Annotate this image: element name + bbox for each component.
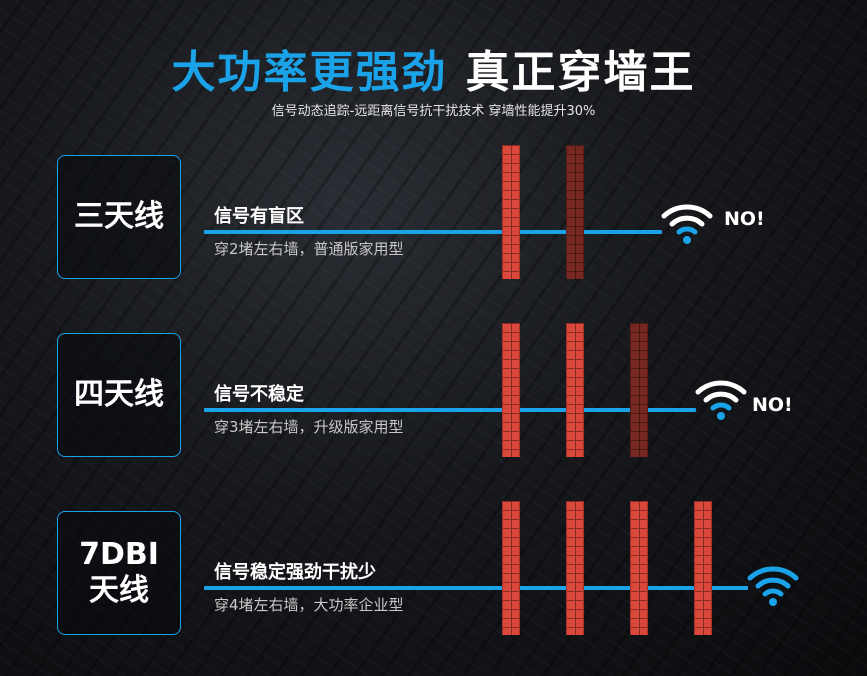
antenna-label-box: 四天线 [57,333,181,457]
brick-wall [566,145,584,279]
brick-wall [566,501,584,635]
antenna-label-line1: 7DBI [79,537,159,572]
comparison-row-7dbi-antenna: 7DBI 天线 信号稳定强劲干扰少 穿4堵左右墙，大功率企业型 [0,501,867,636]
no-label: NO! [752,394,793,416]
brick-wall [630,501,648,635]
headline-part1: 大功率更强劲 [171,47,448,98]
brick-wall [502,501,520,635]
headline: 大功率更强劲真正穿墙王 [0,36,867,100]
no-label: NO! [724,208,765,230]
signal-line [204,586,748,590]
row-title: 信号稳定强劲干扰少 [214,562,376,583]
antenna-label-line1: 三天线 [74,199,164,234]
wifi-icon [661,204,713,244]
signal-line [204,230,662,234]
antenna-label-box: 7DBI 天线 [57,511,181,635]
wifi-icon [695,380,747,420]
brick-wall [502,323,520,457]
comparison-row-four-antenna: 四天线 信号不稳定 穿3堵左右墙，升级版家用型 NO! [0,323,867,458]
brick-wall [566,323,584,457]
brick-wall [502,145,520,279]
row-title: 信号有盲区 [214,206,304,227]
antenna-label-line1: 四天线 [74,377,164,412]
row-description: 穿2堵左右墙，普通版家用型 [214,240,404,258]
signal-line [204,408,696,412]
brick-wall [694,501,712,635]
antenna-label-line2: 天线 [89,573,149,608]
row-description: 穿3堵左右墙，升级版家用型 [214,418,404,436]
wifi-icon [747,566,799,606]
subtitle: 信号动态追踪-远距离信号抗干扰技术 穿墙性能提升30% [271,104,596,119]
row-title: 信号不稳定 [214,384,304,405]
headline-part2: 真正穿墙王 [465,47,696,98]
antenna-label-box: 三天线 [57,155,181,279]
row-description: 穿4堵左右墙，大功率企业型 [214,596,404,614]
comparison-row-three-antenna: 三天线 信号有盲区 穿2堵左右墙，普通版家用型 NO! [0,145,867,280]
brick-wall [630,323,648,457]
